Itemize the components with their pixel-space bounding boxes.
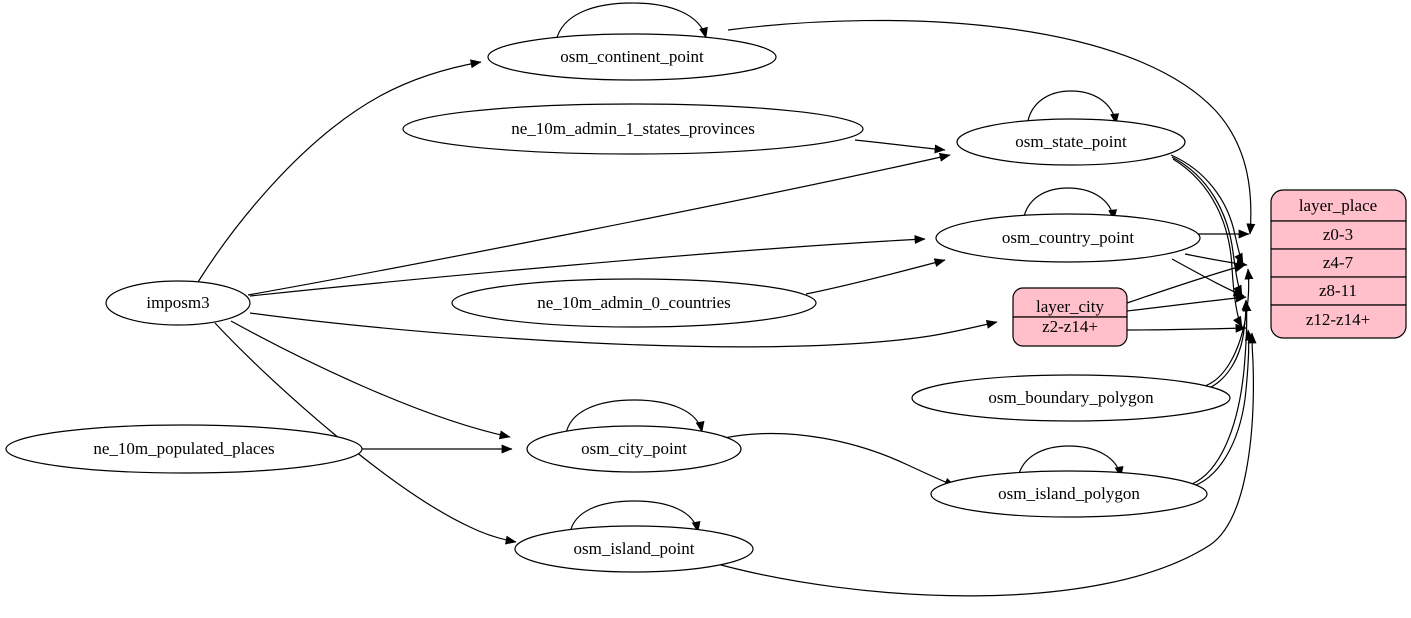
edge-ne_10m_admin_0_countries-to-osm_country_point [805, 258, 946, 295]
edge-osm_island_polygon-to-layer_place-z8-11 [1191, 300, 1252, 485]
edge-osm_boundary_polygon-to-layer_place-z4-7 [1204, 268, 1254, 387]
edge-imposm3-to-osm_country_point [249, 235, 926, 297]
node-osm_city_point[interactable]: osm_city_point [526, 425, 742, 473]
node-label-osm_island_point: osm_island_point [574, 539, 695, 558]
layer-place-z8-11: z8-11 [1319, 281, 1357, 300]
edge-osm_continent_point-to-layer_place-z0-3 [727, 19, 1256, 235]
edge-imposm3-to-layer_city [249, 312, 998, 348]
edge-osm_country_point-to-layer_place-z8-11 [1171, 258, 1245, 297]
layer-place-z4-7: z4-7 [1323, 253, 1354, 272]
layer-place-z12-z14: z12-z14+ [1306, 310, 1370, 329]
layer-place-row-z0-3-cell[interactable] [1270, 220, 1407, 250]
edge-imposm3-to-osm_state_point [247, 152, 951, 296]
layer-city-title: layer_city [1036, 297, 1104, 316]
edge-imposm3-to-osm_city_point [230, 320, 511, 440]
node-osm_island_point[interactable]: osm_island_point [514, 525, 754, 573]
node-osm_boundary_polygon[interactable]: osm_boundary_polygon [911, 374, 1231, 422]
edge-layer [197, 2, 1257, 597]
layer-place-row-z4-7-cell[interactable] [1270, 248, 1407, 278]
edge-layer_city-to-layer_place-z12-z14 [1126, 323, 1247, 333]
edge-imposm3-to-osm_island_point [214, 322, 517, 545]
node-label-osm_city_point: osm_city_point [581, 439, 687, 458]
node-ne_10m_populated_places[interactable]: ne_10m_populated_places [5, 424, 363, 474]
layer-place-z0-3: z0-3 [1323, 225, 1353, 244]
node-imposm3[interactable]: imposm3 [105, 280, 251, 326]
node-osm_continent_point[interactable]: osm_continent_point [487, 33, 777, 81]
selfloop-osm_country_point [1022, 187, 1118, 223]
edge-osm_boundary_polygon-to-layer_place-z8-11 [1206, 299, 1251, 390]
edge-osm_island_point-to-layer_place-z12-z14 [709, 332, 1257, 597]
edge-ne_10m_admin_1_states_provinces-to-osm_state_point [854, 139, 946, 154]
layer-place-title: layer_place [1299, 196, 1377, 215]
node-osm_country_point[interactable]: osm_country_point [935, 213, 1201, 263]
node-label-ne_10m_populated_places: ne_10m_populated_places [93, 439, 274, 458]
record-node-layer_city[interactable]: layer_city z2-z14+ [1012, 287, 1128, 347]
selfloop-osm_city_point [565, 399, 705, 435]
edge-osm_city_point-to-osm_island_polygon [723, 432, 956, 487]
node-ne_10m_admin_0_countries[interactable]: ne_10m_admin_0_countries [451, 278, 817, 328]
node-label-ne_10m_admin_1_states_provinces: ne_10m_admin_1_states_provinces [511, 119, 755, 138]
edge-osm_country_point-to-layer_place-z4-7 [1184, 253, 1248, 268]
layer-place-row-title-cell[interactable] [1270, 189, 1407, 222]
edge-osm_state_point-to-layer_place-z12-z14 [1172, 158, 1243, 328]
edge-layer_city-to-layer_place-z8-11 [1126, 293, 1247, 312]
selfloop-osm_island_polygon [1017, 445, 1124, 479]
node-label-imposm3: imposm3 [146, 293, 209, 312]
node-ne_10m_admin_1_states_provinces[interactable]: ne_10m_admin_1_states_provinces [402, 103, 864, 155]
node-layer: imposm3 osm_continent_point ne_10m_admin… [5, 33, 1231, 573]
layer-place-row-z12-cell[interactable] [1270, 304, 1407, 339]
record-node-layer_place[interactable]: layer_place z0-3 z4-7 z8-11 z12-z14+ [1270, 189, 1407, 339]
selfloop-osm_continent_point [555, 2, 708, 42]
selfloop-osm_state_point [1026, 90, 1120, 127]
node-label-osm_state_point: osm_state_point [1015, 132, 1127, 151]
layer-city-row-z2-cell[interactable] [1012, 316, 1128, 347]
node-label-ne_10m_admin_0_countries: ne_10m_admin_0_countries [537, 293, 731, 312]
node-osm_state_point[interactable]: osm_state_point [956, 118, 1186, 166]
edge-layer_city-to-layer_place-z4-7 [1126, 263, 1246, 304]
layer-city-row-title-cell[interactable] [1012, 287, 1128, 318]
edge-osm_state_point-to-layer_place-z8-11 [1171, 156, 1243, 297]
edge-osm_state_point-to-layer_place-z4-7 [1170, 154, 1244, 265]
node-label-osm_island_polygon: osm_island_polygon [998, 484, 1140, 503]
node-label-osm_boundary_polygon: osm_boundary_polygon [988, 388, 1154, 407]
node-label-osm_continent_point: osm_continent_point [560, 47, 704, 66]
edge-imposm3-to-osm_continent_point [197, 59, 482, 283]
layer-city-z2-z14: z2-z14+ [1042, 317, 1098, 336]
node-label-osm_country_point: osm_country_point [1002, 228, 1134, 247]
selfloop-osm_island_point [569, 500, 701, 534]
node-osm_island_polygon[interactable]: osm_island_polygon [930, 470, 1208, 518]
